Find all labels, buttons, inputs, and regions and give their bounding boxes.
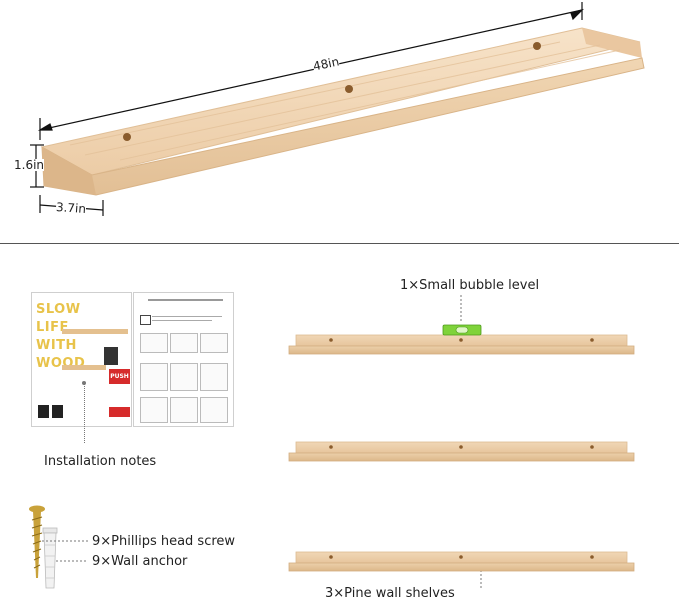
mounting-hole bbox=[123, 133, 131, 141]
anchor-label: 9×Wall anchor bbox=[92, 554, 188, 569]
leaflet-shelf-photo bbox=[62, 365, 106, 370]
leaflet-diagram bbox=[200, 333, 228, 353]
pine-shelf bbox=[288, 334, 635, 355]
leaflet-diagram bbox=[170, 397, 198, 423]
leaflet-diagram bbox=[140, 397, 168, 423]
leaflet-step-number bbox=[140, 315, 151, 325]
leaflet-heading-bar bbox=[148, 299, 223, 301]
shelf-end-grain bbox=[42, 147, 96, 195]
bubble-level-label: 1×Small bubble level bbox=[400, 278, 540, 293]
leaflet-push-badge: PUSH bbox=[109, 369, 130, 384]
leaflet-text-line bbox=[152, 320, 212, 321]
leaflet-diagram bbox=[200, 363, 228, 391]
pine-shelf bbox=[288, 441, 635, 462]
leaflet-slogan-line: WITH bbox=[36, 338, 77, 353]
leaflet-slogan-line: SLOW bbox=[36, 302, 81, 317]
section-divider bbox=[0, 243, 679, 244]
leaflet-diagram bbox=[170, 363, 198, 391]
shelves-label: 3×Pine wall shelves bbox=[325, 586, 455, 601]
wall-anchor-icon bbox=[42, 527, 58, 589]
leaflet-diagram bbox=[200, 397, 228, 423]
leaflet-diagram bbox=[140, 363, 168, 391]
installation-notes-label: Installation notes bbox=[44, 454, 157, 469]
shelf-back-panel bbox=[40, 27, 641, 176]
mounting-hole bbox=[345, 85, 353, 93]
shelf-lip bbox=[582, 28, 642, 58]
leaflet-red-tag bbox=[109, 407, 130, 417]
depth-label: 3.7in bbox=[55, 199, 87, 217]
shelf-dimension-drawing bbox=[30, 2, 645, 216]
mounting-hole bbox=[533, 42, 541, 50]
leaflet-diagram bbox=[170, 333, 198, 353]
leaflet-diagram bbox=[140, 333, 168, 353]
instruction-leaflet-back bbox=[133, 292, 234, 427]
leaflet-shelf-photo bbox=[62, 329, 128, 334]
instruction-leaflet-front: SLOW LIFE WITH WOOD PUSH bbox=[31, 292, 132, 427]
screw-label: 9×Phillips head screw bbox=[92, 534, 236, 549]
installation-notes-leader-dot bbox=[82, 381, 86, 385]
shelf-front-face bbox=[41, 57, 645, 196]
bubble-level-icon bbox=[442, 324, 482, 336]
installation-notes-leader bbox=[84, 383, 85, 443]
leaflet-text-line bbox=[152, 316, 222, 317]
leaflet-frame-photo bbox=[104, 347, 118, 365]
phillips-screw-icon bbox=[29, 505, 45, 578]
height-label: 1.6in bbox=[14, 158, 45, 172]
leaflet-icon-box bbox=[38, 405, 49, 418]
pine-shelf bbox=[288, 551, 635, 572]
leaflet-icon-box bbox=[52, 405, 63, 418]
leaflet-slogan-line: LIFE bbox=[36, 320, 69, 335]
